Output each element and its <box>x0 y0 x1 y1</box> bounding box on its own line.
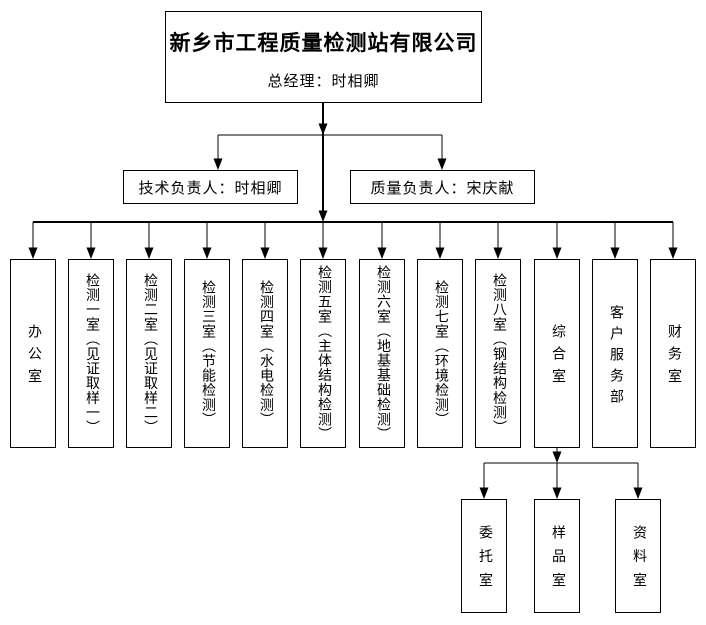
dept-box-testing-room-8: 检测八室（钢结构检测） <box>475 259 521 448</box>
dept-label: 检测四室（水电检测） <box>258 280 273 427</box>
dept-box-general-office: 综合室 <box>534 259 580 448</box>
dept-label: 财务室 <box>666 324 681 392</box>
sub-dept-label: 样品室 <box>550 525 565 597</box>
dept-label: 检测八室（钢结构检测） <box>491 272 506 435</box>
sub-box-archives-room: 资料室 <box>615 499 661 613</box>
dept-label: 综合室 <box>550 324 565 392</box>
dept-box-testing-room-5: 检测五室（主体结构检测） <box>300 259 346 448</box>
dept-label: 检测一室（见证取样一） <box>84 272 99 435</box>
dept-box-finance: 财务室 <box>650 259 696 448</box>
dept-label: 客户服务部 <box>608 304 623 410</box>
dept-box-office: 办公室 <box>10 259 56 448</box>
dept-box-testing-room-4: 检测四室（水电检测） <box>242 259 288 448</box>
dept-label: 检测五室（主体结构检测） <box>316 265 331 442</box>
technical-director-box: 技术负责人：时相卿 <box>123 170 298 204</box>
general-manager-label: 总经理：时相卿 <box>267 74 380 90</box>
dept-box-testing-room-1: 检测一室（见证取样一） <box>68 259 114 448</box>
dept-label: 检测三室（节能检测） <box>200 280 215 427</box>
dept-box-testing-room-7: 检测七室（环境检测） <box>417 259 463 448</box>
company-box: 新乡市工程质量检测站有限公司 总经理：时相卿 <box>165 11 482 103</box>
company-name: 新乡市工程质量检测站有限公司 <box>169 31 478 55</box>
sub-dept-label: 资料室 <box>631 525 646 597</box>
sub-dept-label: 委托室 <box>477 525 492 597</box>
dept-box-testing-room-3: 检测三室（节能检测） <box>184 259 230 448</box>
arrowheads <box>28 123 678 499</box>
quality-director-box: 质量负责人：宋庆献 <box>350 170 535 204</box>
dept-label: 检测六室（地基基础检测） <box>375 265 390 442</box>
dept-box-testing-room-2: 检测二室（见证取样二） <box>126 259 172 448</box>
quality-director-label: 质量负责人：宋庆献 <box>370 180 515 197</box>
sub-box-sample-room: 样品室 <box>534 499 580 613</box>
dept-label: 检测二室（见证取样二） <box>142 272 157 435</box>
sub-box-commission-room: 委托室 <box>461 499 507 613</box>
dept-box-testing-room-6: 检测六室（地基基础检测） <box>359 259 405 448</box>
dept-label: 检测七室（环境检测） <box>433 280 448 427</box>
dept-box-customer-service: 客户服务部 <box>592 259 638 448</box>
dept-label: 办公室 <box>26 324 41 392</box>
technical-director-label: 技术负责人：时相卿 <box>138 180 283 197</box>
